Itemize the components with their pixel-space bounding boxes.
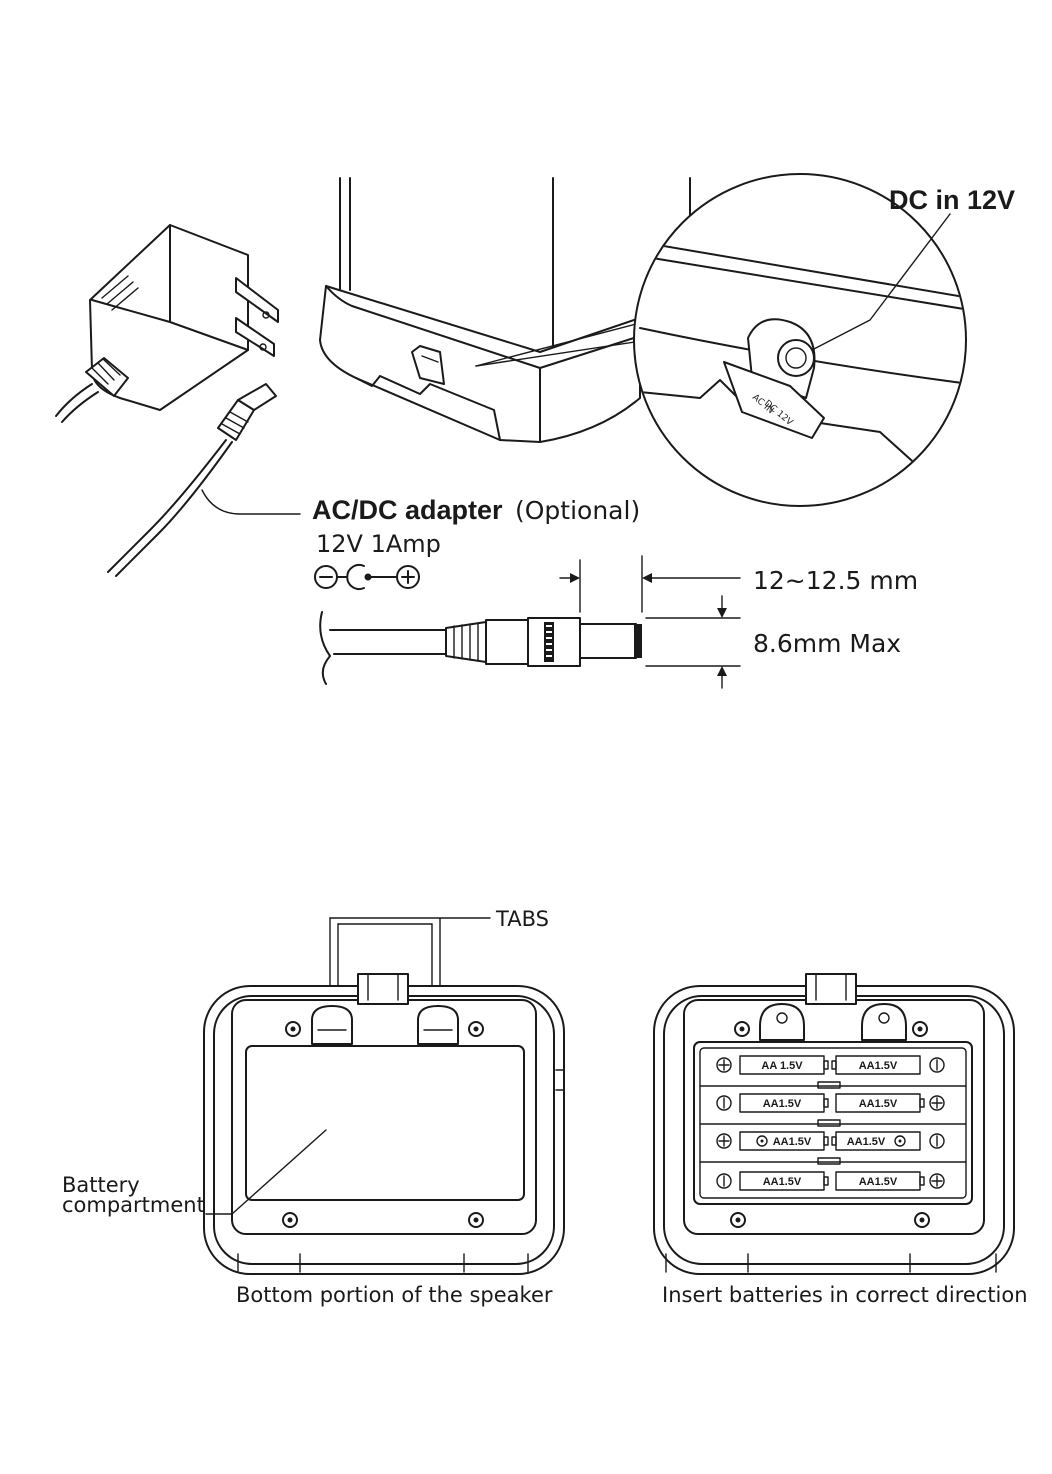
battery-1-1: AA 1.5V [761,1060,803,1072]
caption-insert-batteries: Insert batteries in correct direction [662,1283,1028,1307]
dc-in-label: DC in 12V [889,185,1015,215]
battery-4-1: AA1.5V [763,1176,802,1188]
battery-1-2: AA1.5V [859,1060,898,1072]
battery-3-1: AA1.5V [773,1136,812,1148]
speaker-base-illustration [320,178,690,442]
battery-2-2: AA1.5V [859,1098,898,1110]
ac-dc-adapter-illustration [56,225,300,576]
caption-bottom-portion: Bottom portion of the speaker [236,1283,553,1307]
speaker-bottom-open [654,974,1014,1274]
plug-diameter-dimension [646,596,740,688]
battery-compartment-label-line2: compartment [62,1193,205,1217]
adapter-label: AC/DC adapter (Optional) [312,495,640,525]
dc-plug-side-view [320,612,642,684]
battery-4-2: AA1.5V [859,1176,898,1188]
battery-2-1: AA1.5V [763,1098,802,1110]
adapter-label-bold: AC/DC adapter [312,495,503,525]
tabs-label: TABS [495,907,549,931]
adapter-label-optional: (Optional) [515,496,640,525]
plug-length-label: 12~12.5 mm [753,566,918,595]
plug-diameter-label: 8.6mm Max [753,629,901,658]
battery-3-2: AA1.5V [847,1136,886,1148]
polarity-symbol-icon [315,565,419,589]
speaker-bottom-closed [204,974,564,1274]
plug-length-dimension [560,556,740,612]
dc-jack-zoom-circle: AC IN DC 12V [634,174,970,506]
adapter-rating: 12V 1Amp [316,530,441,558]
